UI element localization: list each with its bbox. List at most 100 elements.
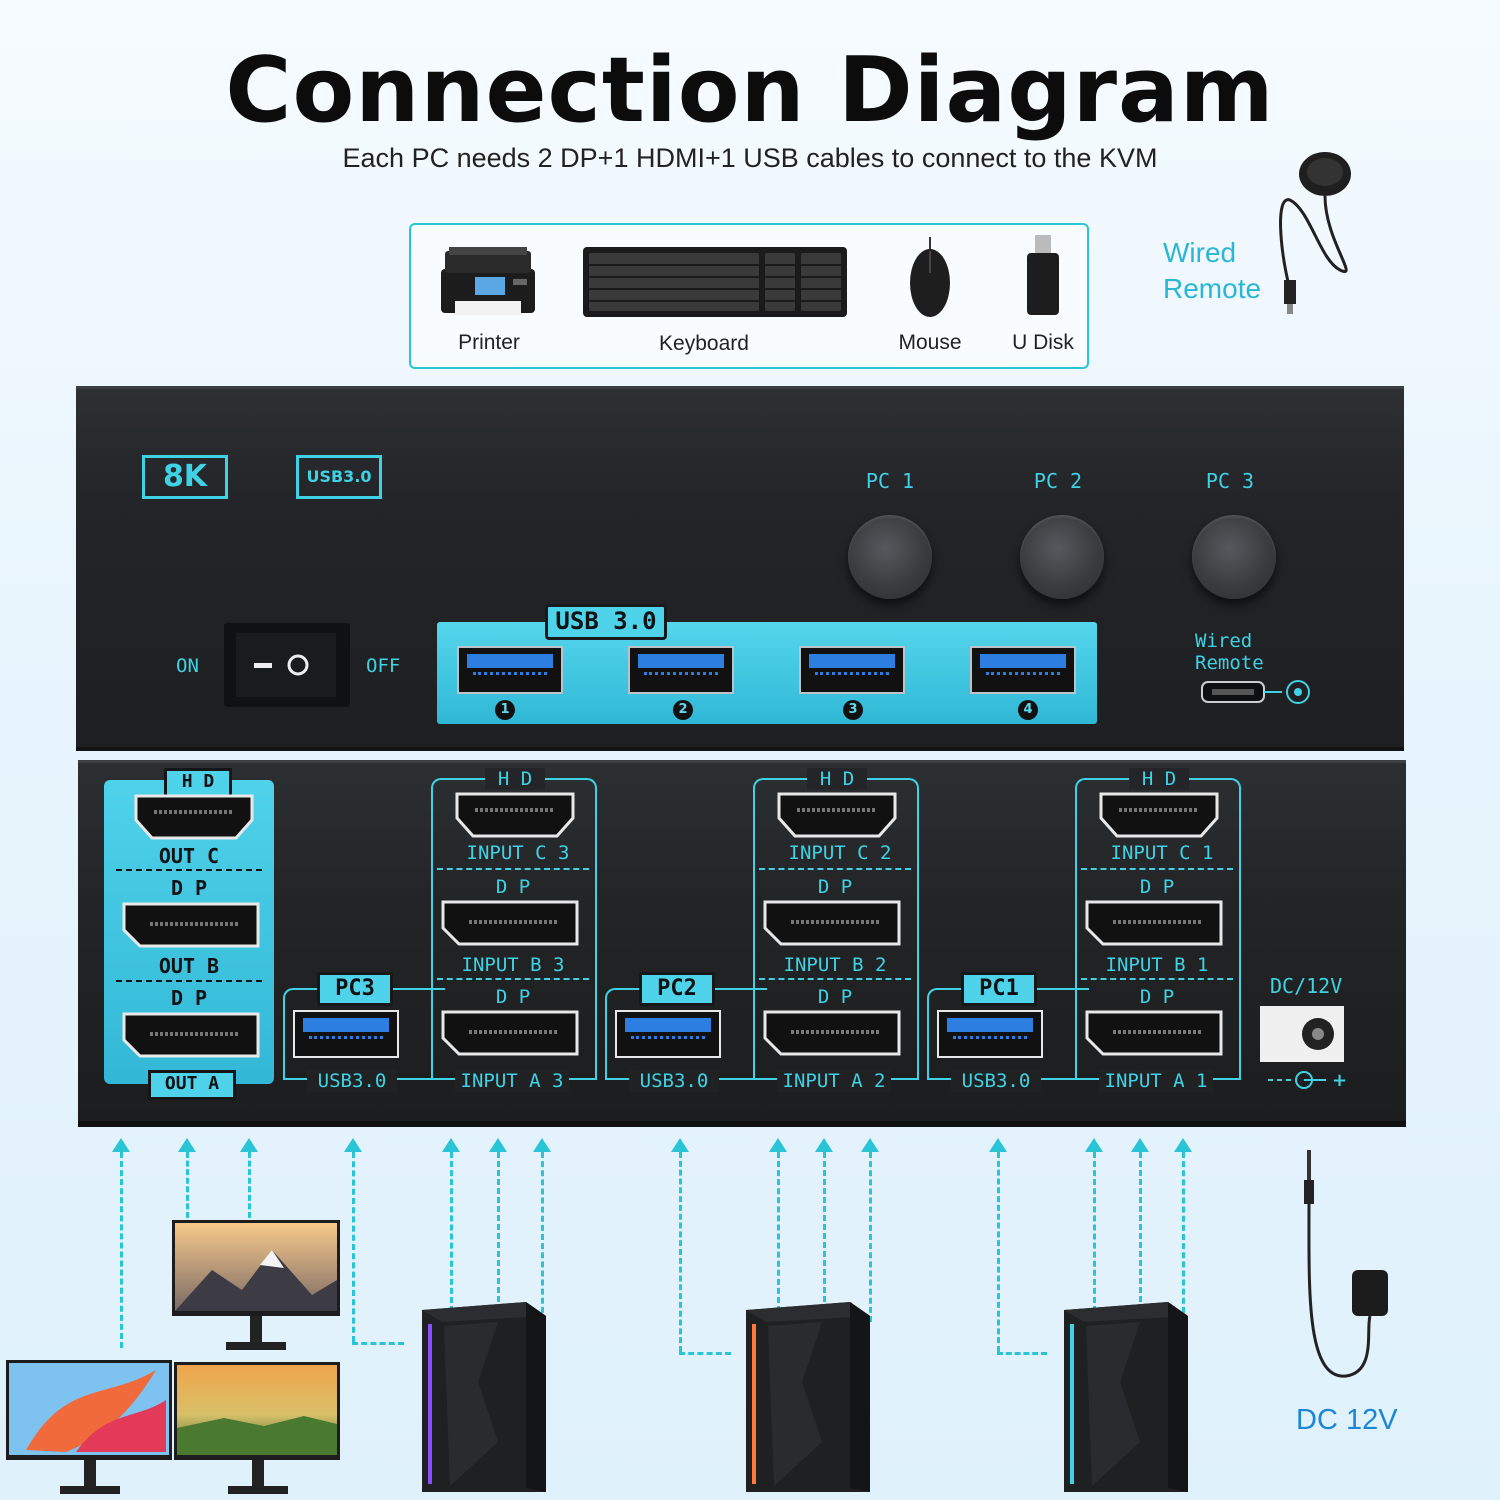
pc1-button-label: PC 1 (865, 469, 915, 493)
mouse-label: Mouse (898, 331, 962, 354)
pc3-dp1-label: D P (495, 876, 531, 898)
dc-port-label: DC/12V (1270, 974, 1343, 998)
power-switch[interactable] (224, 623, 350, 707)
pc1-input-c-hdmi-port[interactable] (1097, 790, 1221, 840)
out-a-dp-port[interactable] (120, 1010, 262, 1060)
usb-port-4[interactable] (970, 646, 1076, 694)
monitor-top (172, 1220, 340, 1350)
pc3-usb-label: USB3.0 (307, 1070, 397, 1092)
remote-port[interactable] (1200, 676, 1314, 710)
keyboard-label: Keyboard (659, 332, 749, 355)
pc3-input-c-hdmi-port[interactable] (453, 790, 577, 840)
pc2-usb-port[interactable] (615, 1010, 721, 1058)
keyboard-icon (583, 247, 847, 317)
out-hd-label: H D (164, 768, 232, 798)
usb30-port-panel: 1 2 3 4 (437, 622, 1097, 724)
wired-remote-icon (1279, 152, 1351, 314)
out-dp2-label: D P (170, 986, 208, 1010)
page-title: Connection Diagram (225, 38, 1275, 143)
pc2-input-c-label: INPUT C 2 (788, 842, 892, 864)
usb-port-3[interactable] (799, 646, 905, 694)
pc3-input-a-label: INPUT A 3 (455, 1070, 569, 1092)
pc3-button[interactable] (1192, 515, 1276, 599)
power-label: DC 12V (1296, 1404, 1398, 1436)
usb-port-2[interactable] (628, 646, 734, 694)
out-b-dp-port[interactable] (120, 900, 262, 950)
pc2-input-b-label: INPUT B 2 (783, 954, 887, 976)
pc3-tower (422, 1302, 546, 1492)
output-port-panel: H D OUT C D P OUT B D P OUT A (104, 768, 274, 1100)
pc1-input-a-label: INPUT A 1 (1099, 1070, 1213, 1092)
pc2-tower (746, 1302, 870, 1492)
wired-remote-line2: Remote (1163, 273, 1262, 304)
wired-remote-label: Wired Remote (1163, 235, 1261, 307)
pc3-input-b-label: INPUT B 3 (461, 954, 565, 976)
remote-port-label: Wired Remote (1195, 630, 1264, 674)
monitor-left (6, 1360, 172, 1494)
pc2-input-a-label: INPUT A 2 (777, 1070, 891, 1092)
svg-text:+: + (1332, 1070, 1347, 1091)
pc2-dp1-label: D P (817, 876, 853, 898)
remote-port-line2: Remote (1195, 652, 1264, 674)
pc1-usb-label: USB3.0 (951, 1070, 1041, 1092)
pc1-tower (1064, 1302, 1188, 1492)
pc3-dp2-label: D P (495, 986, 531, 1008)
pc2-button-label: PC 2 (1033, 469, 1083, 493)
pc1-input-a-dp-port[interactable] (1083, 1008, 1225, 1058)
out-a-label: OUT A (148, 1070, 236, 1100)
monitor-right (174, 1362, 340, 1494)
pc2-dp2-label: D P (817, 986, 853, 1008)
usb-port-1-number: 1 (495, 700, 515, 720)
input-group-pc3: H D INPUT C 3 D P INPUT B 3 D P PC3 USB3… (283, 768, 597, 1092)
switch-on-label: ON (176, 655, 199, 677)
usb-port-1[interactable] (457, 646, 563, 694)
pc1-usb-port[interactable] (937, 1010, 1043, 1058)
input-group-pc1: H D INPUT C 1 D P INPUT B 1 D P PC1 USB3… (927, 768, 1241, 1092)
page-subtitle: Each PC needs 2 DP+1 HDMI+1 USB cables t… (342, 143, 1158, 173)
mouse-icon (910, 237, 950, 317)
pc2-hd-label: H D (807, 768, 867, 790)
pc1-hd-label: H D (1129, 768, 1189, 790)
wired-remote-line1: Wired (1163, 237, 1237, 268)
pc1-dp2-label: D P (1139, 986, 1175, 1008)
kvm-front-panel: 8K USB3.0 PC 1 PC 2 PC 3 ON OFF (76, 386, 1404, 747)
remote-port-line1: Wired (1195, 630, 1253, 652)
pc3-input-b-dp-port[interactable] (439, 898, 581, 948)
udisk-label: U Disk (1012, 331, 1074, 354)
out-c-hdmi-port[interactable] (132, 792, 256, 842)
pc1-input-b-label: INPUT B 1 (1105, 954, 1209, 976)
dc-power-port[interactable]: + (1258, 1004, 1350, 1096)
usb-port-4-number: 4 (1018, 700, 1038, 720)
printer-label: Printer (458, 331, 520, 354)
pc3-hd-label: H D (485, 768, 545, 790)
usb-port-3-number: 3 (843, 700, 863, 720)
pc2-input-a-dp-port[interactable] (761, 1008, 903, 1058)
pc2-button[interactable] (1020, 515, 1104, 599)
out-dp1-label: D P (170, 876, 208, 900)
pc2-usb-label: USB3.0 (629, 1070, 719, 1092)
pc3-button-label: PC 3 (1205, 469, 1255, 493)
pc3-input-a-dp-port[interactable] (439, 1008, 581, 1058)
usb-port-2-number: 2 (673, 700, 693, 720)
usb30-header-label: USB 3.0 (545, 604, 667, 640)
pc3-usb-port[interactable] (293, 1010, 399, 1058)
accessory-box: Printer Keyboard Mouse U Disk (409, 223, 1089, 369)
pc3-input-c-label: INPUT C 3 (466, 842, 570, 864)
out-b-label: OUT B (158, 954, 220, 978)
pc1-tag: PC1 (961, 972, 1037, 1006)
pc1-input-b-dp-port[interactable] (1083, 898, 1225, 948)
pc2-tag: PC2 (639, 972, 715, 1006)
power-adapter-icon (1304, 1150, 1388, 1378)
pc1-button[interactable] (848, 515, 932, 599)
input-group-pc2: H D INPUT C 2 D P INPUT B 2 D P PC2 USB3… (605, 768, 919, 1092)
pc3-tag: PC3 (317, 972, 393, 1006)
pc1-input-c-label: INPUT C 1 (1110, 842, 1214, 864)
badge-8k: 8K (142, 455, 228, 499)
pc2-input-c-hdmi-port[interactable] (775, 790, 899, 840)
usb-disk-icon (1027, 235, 1059, 315)
pc2-input-b-dp-port[interactable] (761, 898, 903, 948)
switch-off-label: OFF (366, 655, 401, 677)
badge-usb30: USB3.0 (296, 455, 382, 499)
pc1-dp1-label: D P (1139, 876, 1175, 898)
printer-icon (441, 247, 535, 315)
